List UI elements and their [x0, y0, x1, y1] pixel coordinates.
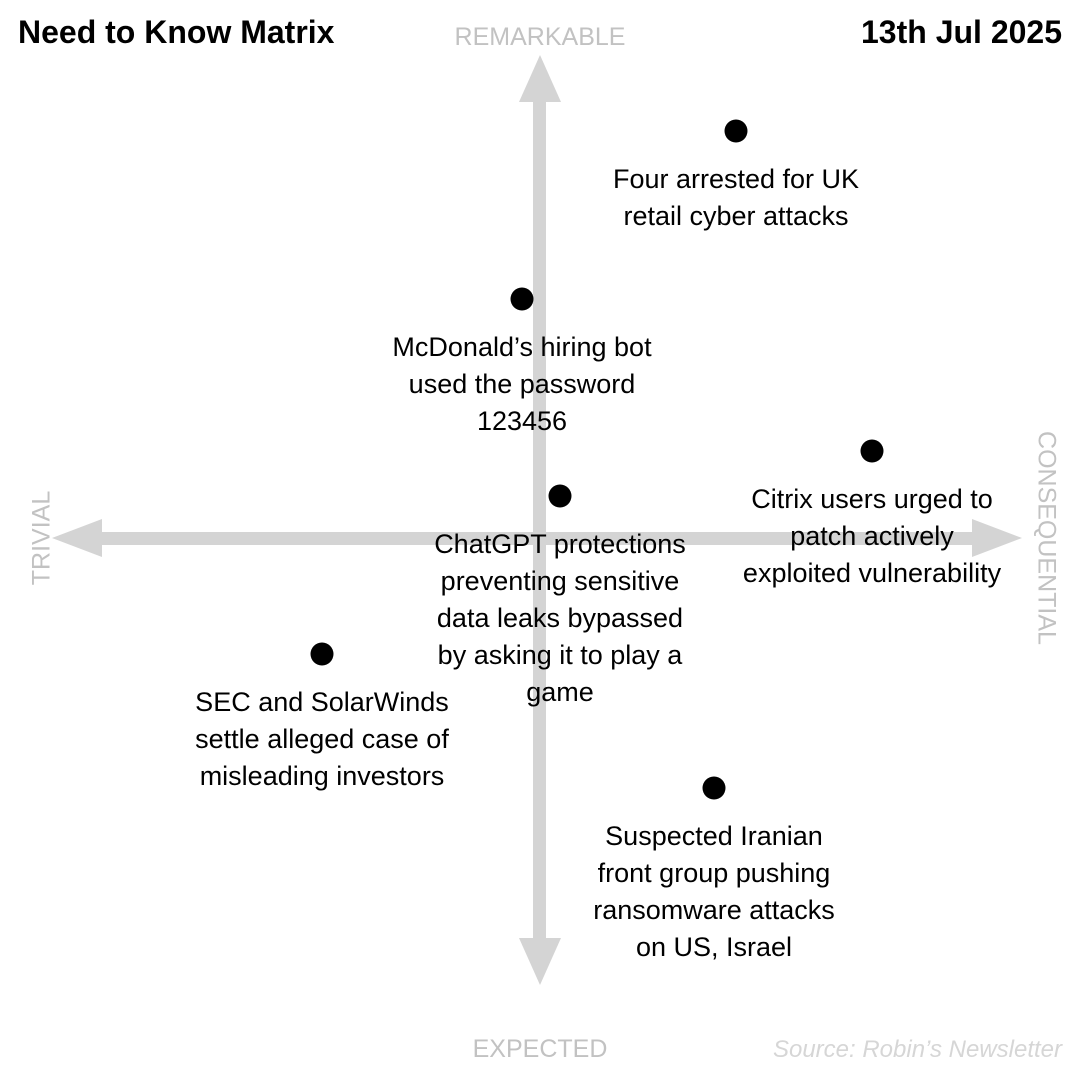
up-arrowhead-icon [519, 55, 561, 102]
page-title: Need to Know Matrix [18, 14, 335, 50]
data-point-dot [702, 776, 726, 800]
down-arrowhead-icon [519, 938, 561, 985]
data-point-label: ChatGPT protections preventing sensitive… [434, 529, 686, 707]
axis-label-remarkable: REMARKABLE [454, 23, 626, 51]
data-point-dot [548, 484, 572, 508]
data-point-label: Four arrested for UK retail cyber attack… [612, 164, 860, 231]
data-point-label: SEC and SolarWinds settle alleged case o… [195, 687, 449, 791]
data-point-label: Suspected Iranian front group pushing ra… [593, 821, 835, 962]
left-arrowhead-icon [52, 519, 102, 557]
data-point-label: McDonald’s hiring bot used the password … [392, 332, 652, 436]
date-label: 13th Jul 2025 [861, 14, 1062, 50]
right-arrowhead-icon [972, 519, 1022, 557]
data-point-label: Citrix users urged to patch actively exp… [742, 484, 1002, 588]
source-credit: Source: Robin’s Newsletter [772, 1036, 1062, 1063]
data-point-dot [860, 439, 884, 463]
data-point-dot [724, 119, 748, 143]
data-point-dot [310, 642, 334, 666]
horizontal-axis-line [98, 532, 974, 545]
axis-label-expected: EXPECTED [472, 1035, 608, 1063]
data-point-dot [510, 287, 534, 311]
vertical-axis-line [533, 96, 546, 944]
